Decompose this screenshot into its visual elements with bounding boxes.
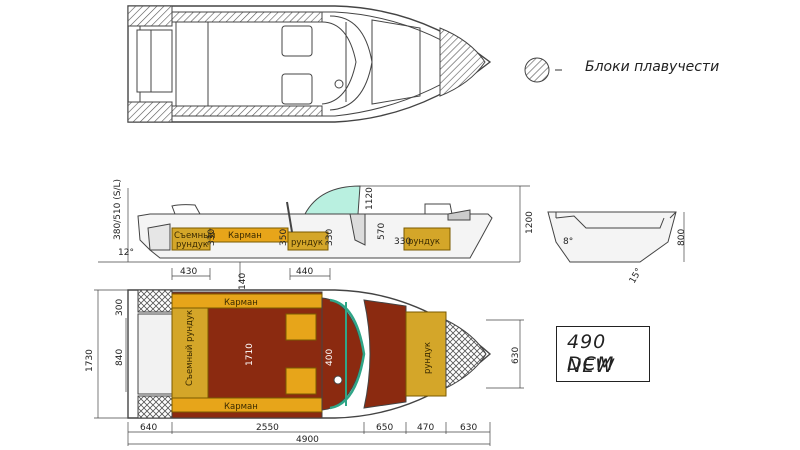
section-dim-angle-bottom: 15° [628, 267, 645, 286]
dim-440: 440 [296, 267, 313, 277]
model-suffix: NEW [567, 355, 616, 377]
side-pocket-label: Карман [228, 231, 262, 241]
side-chest-label: рундук [291, 238, 323, 248]
plan-dim-630: 630 [460, 423, 477, 433]
dim-570: 570 [377, 223, 387, 240]
model-name: 490 DCM [567, 331, 615, 375]
section-dim-height: 800 [677, 229, 687, 246]
hatched-circle-icon [524, 57, 550, 83]
plan-pocket-bottom-label: Карман [224, 402, 258, 412]
plan-dim-630-right: 630 [511, 347, 521, 364]
side-removable-chest-label-2: рундук [176, 240, 208, 250]
plan-dim-300: 300 [115, 299, 125, 316]
side-view-dim-lines [98, 185, 530, 282]
plan-dim-width-total: 1730 [85, 349, 95, 372]
plan-chest-label: рундук [423, 342, 433, 374]
dim-angle: 12° [118, 248, 134, 258]
plan-dim-470: 470 [417, 423, 434, 433]
plan-view [127, 289, 492, 419]
plan-dim-650: 650 [376, 423, 393, 433]
dim-140: 140 [238, 273, 248, 290]
side-view [137, 185, 493, 259]
dim-height-total: 380/510 (S/L) [113, 179, 123, 240]
plan-dim-400: 400 [325, 349, 335, 366]
section-dim-angle-left: 8° [563, 237, 573, 247]
side-removable-chest-label-1: Съемный [174, 231, 215, 241]
plan-dim-640: 640 [140, 423, 157, 433]
plan-removable-chest-label: Съемный рундук [185, 310, 195, 386]
legend-label: Блоки плавучести [585, 59, 720, 75]
plan-dim-length: 4900 [296, 435, 319, 445]
plan-dim-1710: 1710 [245, 343, 255, 366]
plan-dim-2550: 2550 [256, 423, 279, 433]
top-plan-view [127, 5, 492, 123]
dim-330-c: 330 [394, 237, 411, 247]
section-view [547, 211, 685, 263]
side-chest-label-2: рундук [408, 237, 440, 247]
model-title-box: 490 DCM NEW [556, 326, 650, 382]
dim-350: 350 [279, 229, 289, 246]
dim-windshield: 1120 [365, 187, 375, 210]
dim-height-right: 1200 [525, 211, 535, 234]
plan-pocket-top-label: Карман [224, 298, 258, 308]
plan-view-dim-lines [94, 289, 524, 446]
dim-330-a: 330 [207, 229, 217, 246]
plan-dim-width-inner: 840 [115, 349, 125, 366]
dim-330-b: 330 [325, 229, 335, 246]
dim-430: 430 [180, 267, 197, 277]
